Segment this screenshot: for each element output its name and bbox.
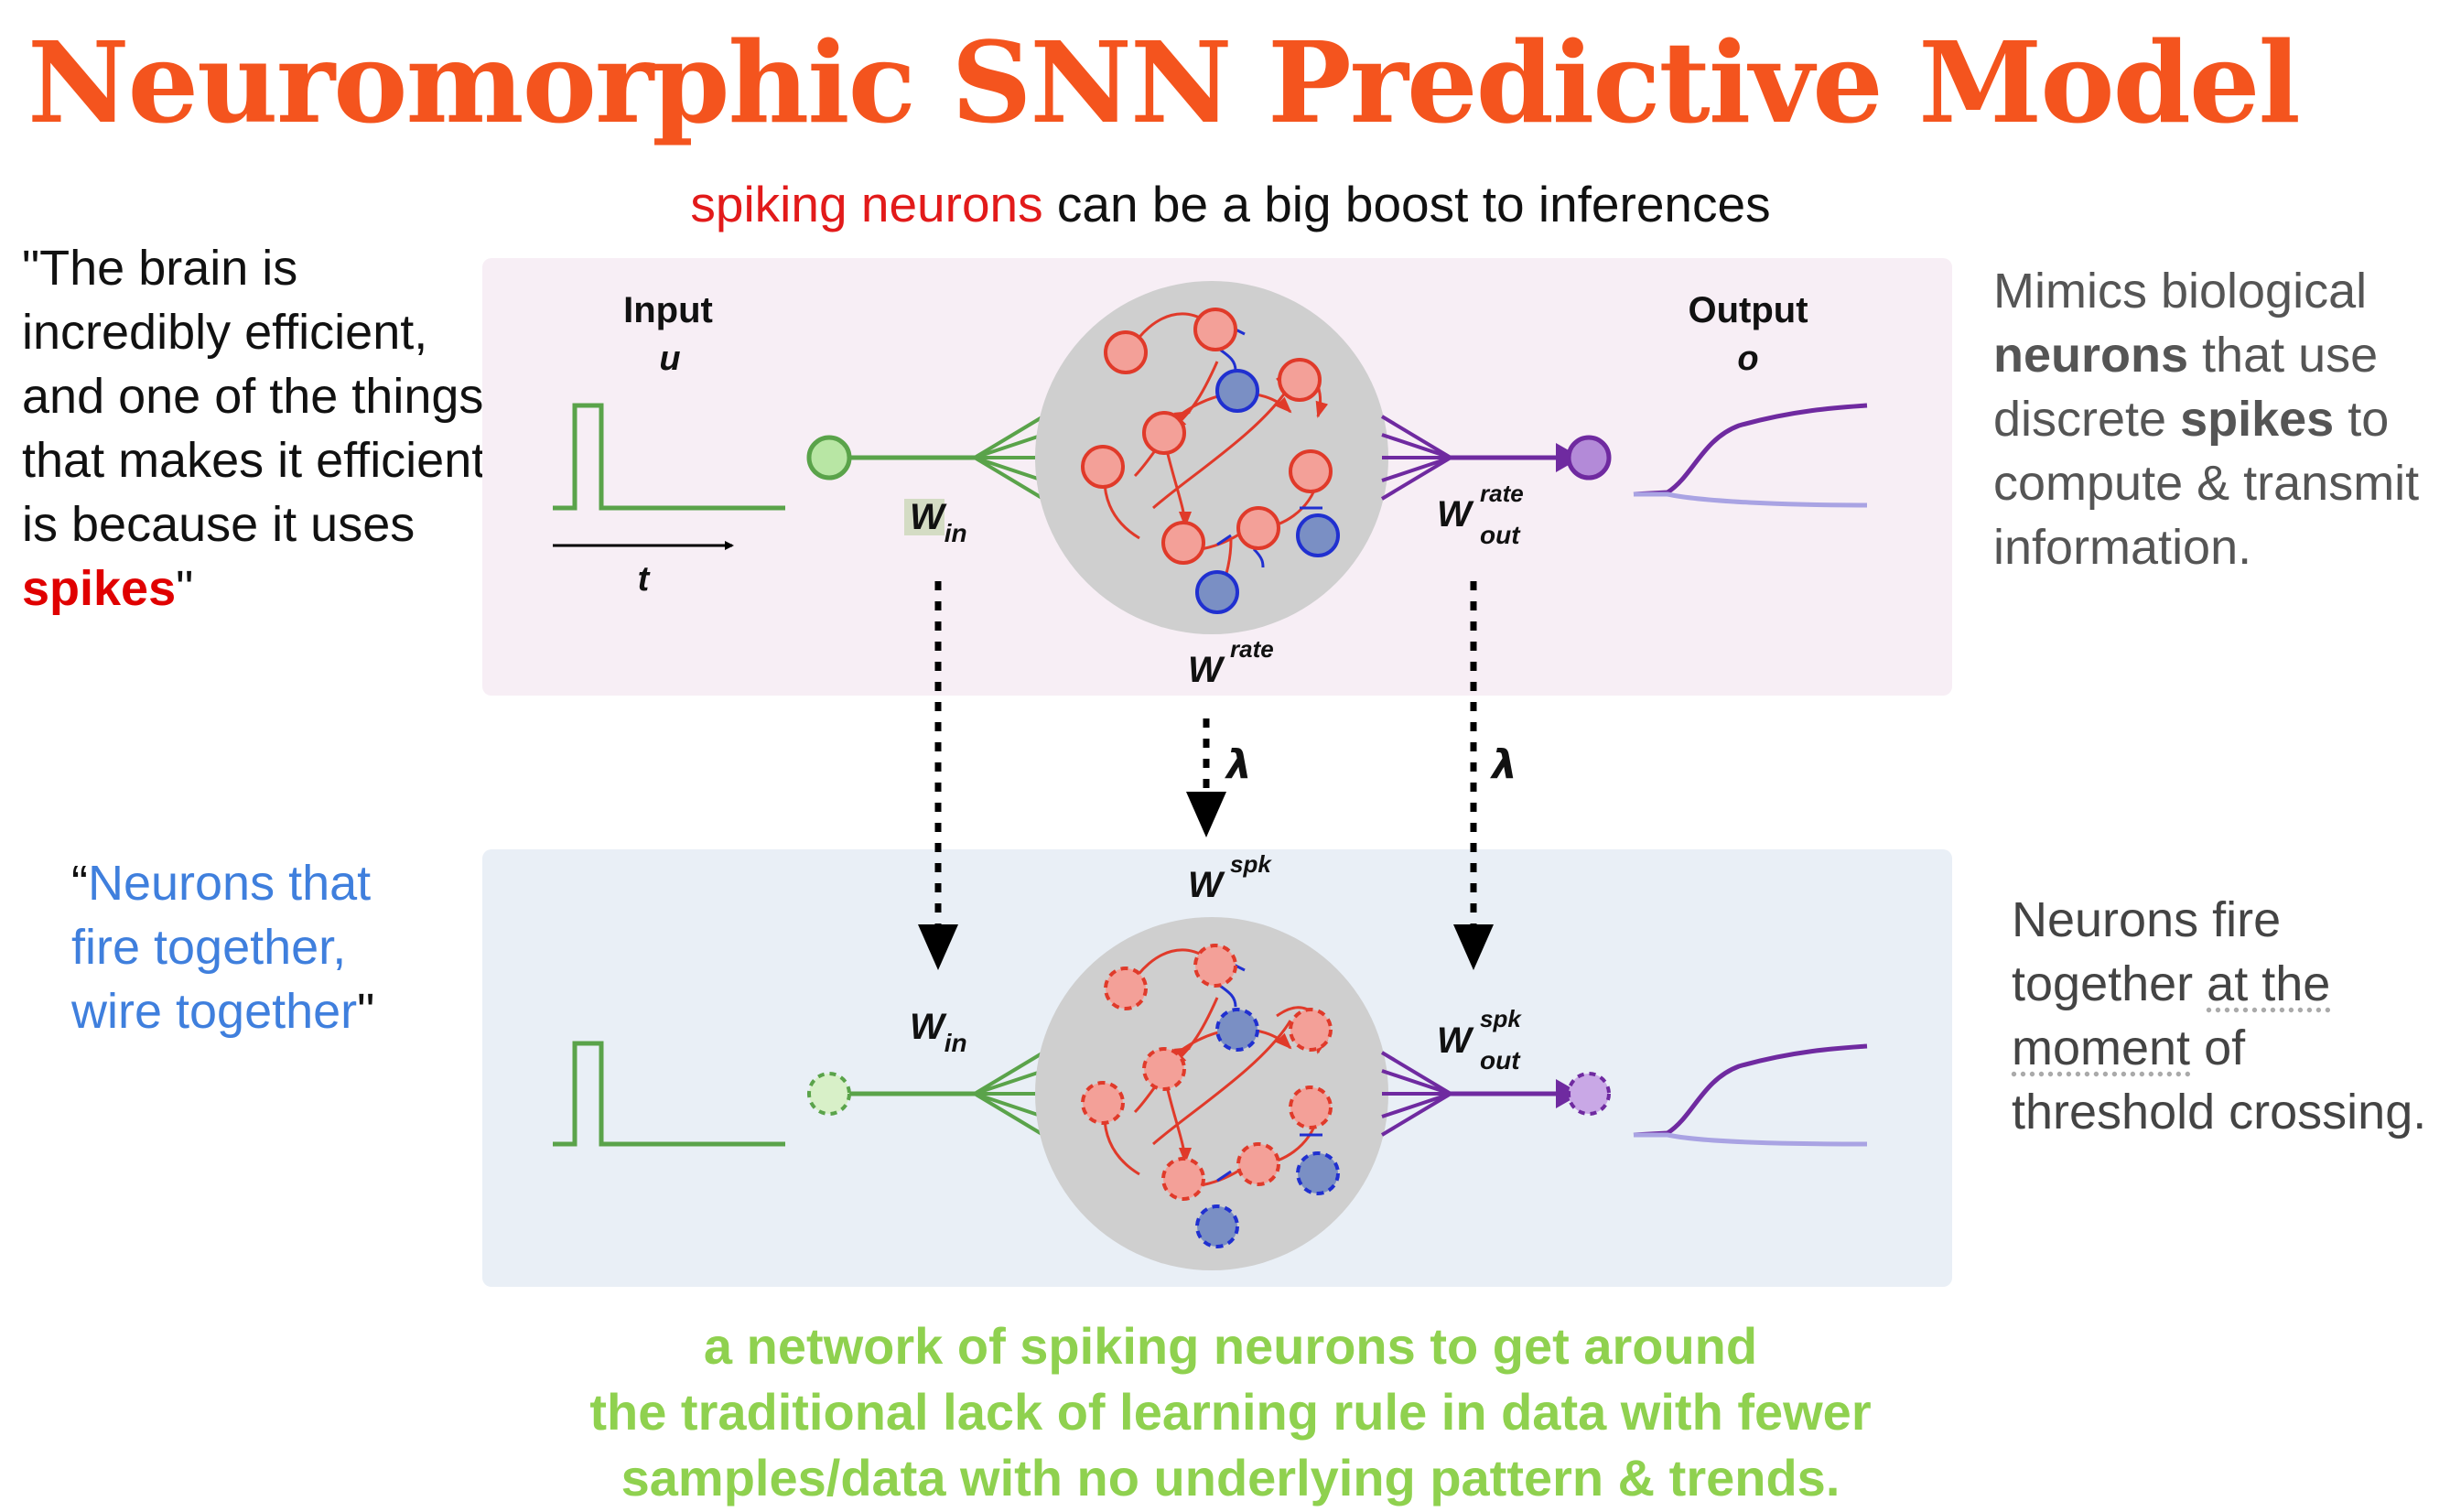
input-neuron-spiking-icon [807,1072,851,1116]
bottom-summary-line-1: a network of spiking neurons to get arou… [703,1317,1758,1375]
lambda-label-right: λ [1490,741,1517,788]
input-neuron-icon [806,435,852,481]
spiking-excitatory-neurons [1081,944,1333,1201]
fire-together-description: Neurons fire together at the moment of t… [2012,888,2460,1144]
w-spk-sup: spk [1230,850,1272,878]
lambda-label-center: λ [1225,741,1252,788]
input-weight-fan-bottom [973,1051,1045,1137]
mimics-bold-neurons: neurons [1993,328,2189,383]
input-pulse-signal-bottom [553,1041,785,1147]
input-pulse-signal [553,403,785,511]
output-baseline-curve [1634,491,1868,508]
fire-underlined-1: at the [2207,956,2331,1011]
input-weight-fan [973,415,1045,501]
output-neuron-spiking-icon [1567,1072,1611,1116]
output-variable: o [1737,340,1758,378]
bottom-summary: a network of spiking neurons to get arou… [0,1313,2461,1511]
subtitle-highlight: spiking neurons [690,176,1043,232]
quote-close: " [176,561,194,616]
input-variable: u [659,340,680,378]
hebbian-text: Neurons that fire together, wire togethe… [71,856,372,1039]
mimics-text-1: Mimics biological [1993,264,2368,319]
input-label: Input [623,290,713,330]
brain-efficiency-quote: "The brain is incredibly efficient, and … [22,236,489,621]
output-neuron-icon [1566,435,1612,481]
bottom-summary-line-2: the traditional lack of learning rule in… [589,1383,1872,1441]
w-out-rate-label: W [1437,494,1474,535]
quote-text: "The brain is incredibly efficient, and … [22,241,486,552]
w-out-spk-sup: spk [1480,1005,1522,1032]
w-in-label-bottom: Win [910,1007,967,1057]
fire-underlined-2: moment [2012,1021,2191,1075]
fire-text-1: Neurons fire together [2012,892,2282,1011]
output-weight-fan-bottom [1380,1051,1452,1137]
w-rate-label: W [1188,650,1225,690]
w-out-transfer-arrowhead [1453,924,1494,970]
fire-text-3: of threshold crossing. [2012,1021,2427,1139]
output-response-curve-bottom [1633,1043,1868,1138]
bottom-summary-line-3: samples/data with no underlying pattern … [621,1449,1840,1507]
w-out-rate-sup: rate [1480,480,1524,507]
output-weight-fan [1380,415,1452,501]
output-label: Output [1688,290,1808,330]
w-in-label-top: Win [910,497,967,547]
mimics-text-2: that use discrete [1993,328,2379,447]
w-out-spk-sub: out [1480,1046,1521,1075]
w-rate-transfer-arrowhead [1186,792,1226,837]
mimics-description: Mimics biological neurons that use discr… [1993,259,2451,579]
hebbian-quote: “Neurons that fire together, wire togeth… [71,851,437,1043]
page-title: Neuromorphic SNN Predictive Model [27,16,2301,148]
hebbian-close-quote: " [357,984,375,1039]
time-variable: t [638,560,651,599]
spiking-inhibitory-neurons [1195,1008,1340,1248]
output-baseline-curve-bottom [1634,1132,1868,1147]
rate-inhibitory-neurons [1195,369,1340,614]
hebbian-open-quote: “ [71,856,88,911]
w-in-transfer-arrowhead [918,924,958,970]
rate-excitatory-neurons [1081,308,1333,565]
mimics-bold-spikes: spikes [2180,392,2335,447]
w-spk-label: W [1188,865,1225,905]
subtitle-rest: can be a big boost to inferences [1042,176,1771,232]
w-in-highlight [904,499,944,535]
mimics-text-3: to compute & transmit information. [1993,392,2420,575]
quote-spikes-highlight: spikes [22,561,177,616]
w-out-spk-label: W [1437,1021,1474,1061]
subtitle: spiking neurons can be a big boost to in… [0,172,2461,236]
output-response-curve [1633,403,1868,497]
w-out-rate-sub: out [1480,521,1521,549]
w-rate-sup: rate [1230,635,1274,663]
